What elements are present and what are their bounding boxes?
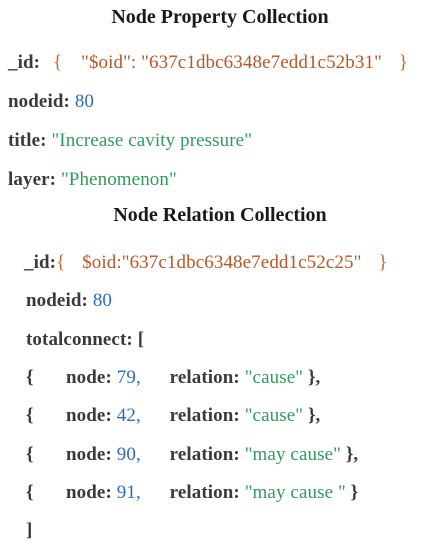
oid-value: $oid:"637c1dbc6348e7edd1c52c25" xyxy=(82,252,362,273)
row-open-brace: { xyxy=(26,444,34,465)
property-layer-line: layer: "Phenomenon" xyxy=(8,169,177,191)
relation-key: relation: xyxy=(169,367,240,388)
nodeid-value: 80 xyxy=(74,91,95,112)
nodeid-key: nodeid: xyxy=(8,91,70,112)
brace-open: { xyxy=(52,52,63,73)
node-value: 90, xyxy=(116,444,141,465)
layer-key: layer: xyxy=(8,169,57,190)
node-value: 79, xyxy=(116,367,141,388)
property-collection-heading: Node Property Collection xyxy=(111,6,329,28)
node-key: node: xyxy=(66,444,112,465)
relation-nodeid-line: nodeid: 80 xyxy=(26,290,112,312)
row-close-brace: }, xyxy=(307,367,321,388)
array-open-bracket: [ xyxy=(137,329,145,350)
node-value: 42, xyxy=(116,405,141,426)
connection-row: { node: 79, relation: "cause" }, xyxy=(26,367,320,389)
node-key: node: xyxy=(66,405,112,426)
relation-value: "cause" xyxy=(244,367,304,388)
totalconnect-key: totalconnect: xyxy=(26,329,133,350)
brace-close: } xyxy=(378,252,388,273)
row-close-brace: }, xyxy=(307,405,321,426)
row-open-brace: { xyxy=(26,482,34,503)
row-close-brace: }, xyxy=(345,444,359,465)
array-close-line: ] xyxy=(26,520,32,542)
relation-key: relation: xyxy=(169,444,240,465)
brace-open: { xyxy=(56,252,66,273)
connection-row: { node: 90, relation: "may cause" }, xyxy=(26,444,358,466)
relation-key: relation: xyxy=(169,482,240,503)
relation-id-line: _id:{ $oid:"637c1dbc6348e7edd1c52c25" } xyxy=(24,252,388,274)
title-value: "Increase cavity pressure" xyxy=(51,130,253,151)
property-nodeid-line: nodeid: 80 xyxy=(8,91,94,113)
row-open-brace: { xyxy=(26,405,34,426)
oid-value: "$oid": "637c1dbc6348e7edd1c52b31" xyxy=(81,52,382,73)
node-key: node: xyxy=(66,482,112,503)
totalconnect-line: totalconnect: [ xyxy=(26,329,144,351)
row-close-brace: } xyxy=(350,482,359,503)
nodeid-key: nodeid: xyxy=(26,290,88,311)
relation-value: "may cause " xyxy=(244,482,346,503)
node-value: 91, xyxy=(116,482,141,503)
relation-key: relation: xyxy=(169,405,240,426)
property-title-line: title: "Increase cavity pressure" xyxy=(8,130,252,152)
nodeid-value: 80 xyxy=(92,290,113,311)
connection-row: { node: 91, relation: "may cause " } xyxy=(26,482,358,504)
id-key: _id: xyxy=(24,252,57,273)
brace-close: } xyxy=(398,52,409,73)
relation-value: "cause" xyxy=(244,405,304,426)
id-key: _id: xyxy=(8,52,41,73)
connection-row: { node: 42, relation: "cause" }, xyxy=(26,405,320,427)
array-close-bracket: ] xyxy=(26,520,33,541)
relation-value: "may cause" xyxy=(244,444,341,465)
row-open-brace: { xyxy=(26,367,34,388)
node-key: node: xyxy=(66,367,112,388)
layer-value: "Phenomenon" xyxy=(60,169,177,190)
relation-collection-heading: Node Relation Collection xyxy=(113,204,327,226)
property-id-line: _id: { "$oid": "637c1dbc6348e7edd1c52b31… xyxy=(8,52,408,74)
title-key: title: xyxy=(8,130,47,151)
